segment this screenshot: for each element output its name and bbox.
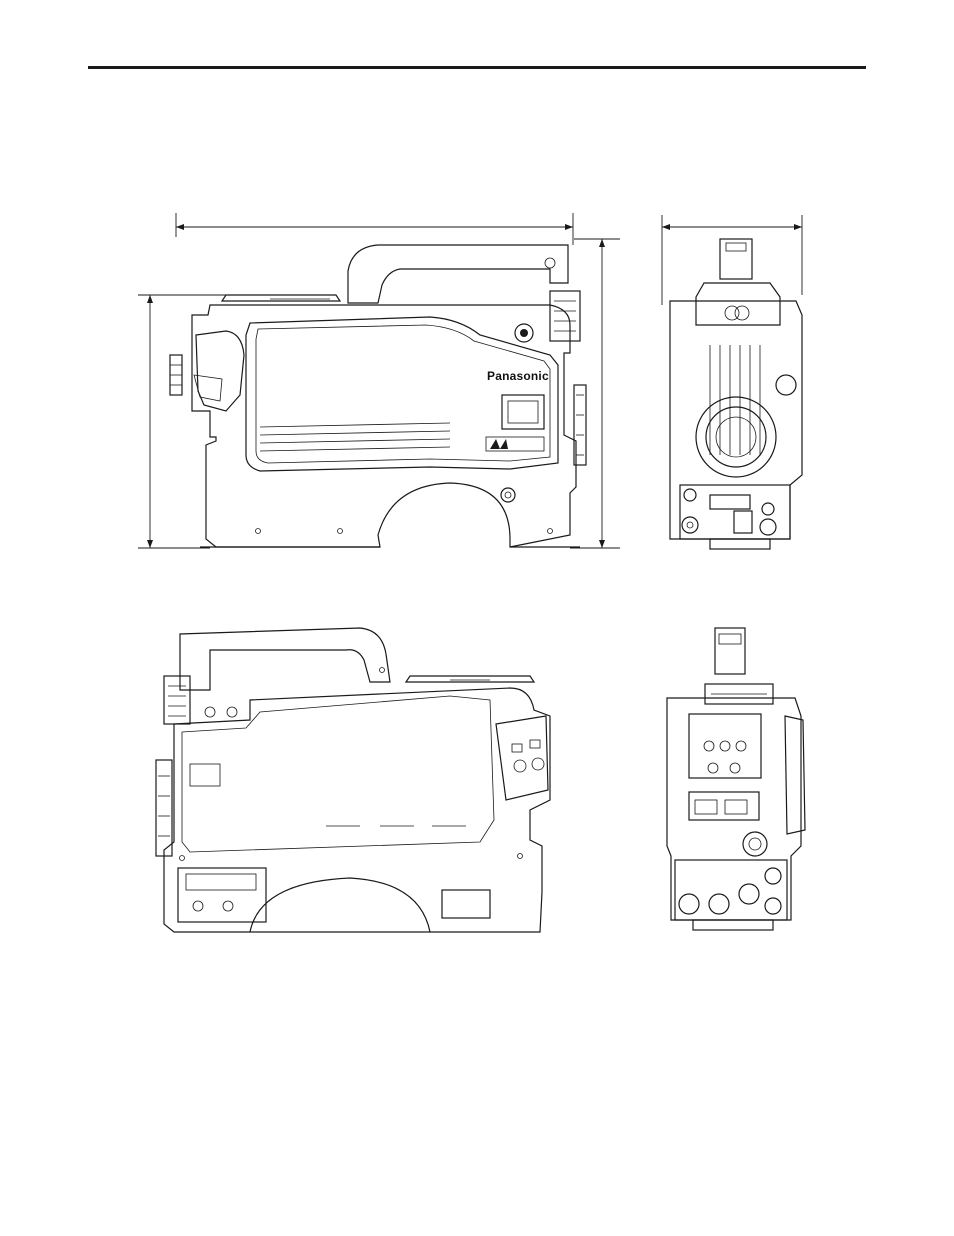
- header-rule: [88, 66, 866, 69]
- camera-left-side-drawing-icon: [130, 205, 630, 565]
- camera-left-side-figure: Panasonic: [130, 205, 630, 565]
- camera-front-drawing-icon: [640, 205, 820, 565]
- camera-right-side-figure: [150, 620, 600, 940]
- camera-front-figure: [640, 205, 820, 565]
- brand-logo: Panasonic: [487, 369, 549, 383]
- camera-rear-figure: [655, 620, 815, 940]
- camera-rear-drawing-icon: [655, 620, 815, 940]
- camera-right-side-drawing-icon: [150, 620, 600, 940]
